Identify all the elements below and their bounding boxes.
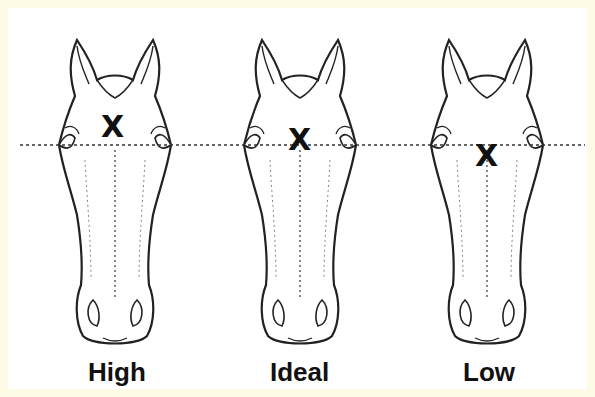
- x-mark: X: [101, 112, 124, 142]
- x-mark: X: [475, 141, 498, 171]
- position-label: Ideal: [270, 359, 329, 385]
- position-label: Low: [463, 359, 515, 385]
- position-label: High: [88, 359, 146, 385]
- x-mark: X: [288, 125, 311, 155]
